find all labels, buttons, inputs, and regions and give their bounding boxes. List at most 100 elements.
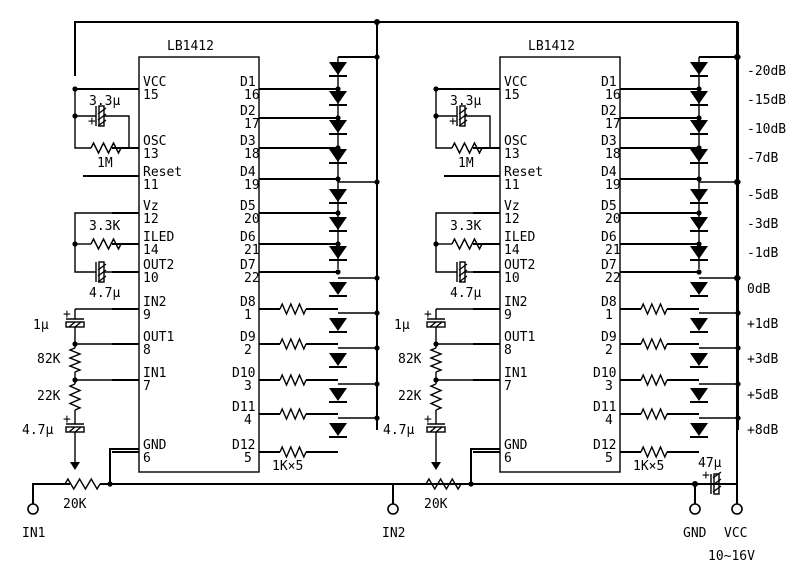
led-icon (329, 149, 347, 164)
ic-body (138, 56, 260, 473)
supply-section: + 47μ GND VCC 10~16V (683, 456, 755, 564)
led-icon (690, 91, 708, 106)
ic-pin-number: 10 (504, 271, 520, 286)
ic-pin-label: D5 (601, 199, 617, 214)
led-icon (690, 282, 708, 297)
in2-terminal[interactable] (387, 503, 399, 515)
gnd-terminal-label: GND (683, 526, 707, 541)
polarity-mark: + (424, 307, 432, 322)
db-label: -7dB (747, 151, 778, 166)
led-icon (329, 246, 347, 261)
ic-pin-label: D5 (240, 199, 256, 214)
ic-pin-label: OSC (504, 134, 527, 149)
ic-pin-number: 20 (244, 212, 260, 227)
led-icon (329, 120, 347, 135)
channel-left: LB1412VCC15OSC13Reset11Vz12ILED14OUT210I… (22, 22, 380, 512)
led-icon (329, 353, 347, 368)
ic-pin-number: 12 (504, 212, 520, 227)
osc-res-label: 1M (458, 156, 474, 171)
ic-pin-label: OSC (143, 134, 166, 149)
led-icon (690, 388, 708, 403)
db-label: -3dB (747, 217, 778, 232)
ic-pin-label: IN1 (504, 366, 527, 381)
db-label: +5dB (747, 388, 778, 403)
in1-cap-label: 4.7μ (383, 423, 414, 438)
led-icon (329, 189, 347, 204)
ic-pin-number: 7 (504, 379, 512, 394)
osc-cap-label: 3.3μ (450, 94, 481, 109)
ic-name: LB1412 (167, 39, 214, 54)
led-icon (690, 217, 708, 232)
ic-pin-label: D11 (593, 400, 616, 415)
db-label: -20dB (747, 64, 786, 79)
ic-name: LB1412 (528, 39, 575, 54)
supply-range-label: 10~16V (708, 549, 755, 564)
ic-pin-label: OUT2 (504, 258, 535, 273)
res-82k-label: 82K (398, 352, 422, 367)
iled-res-label: 3.3K (89, 219, 120, 234)
ic-pin-label: D12 (593, 438, 616, 453)
ic-pin-label: ILED (504, 230, 535, 245)
ic-pin-number: 3 (244, 379, 252, 394)
db-label: -10dB (747, 122, 786, 137)
ic-pin-number: 19 (605, 178, 621, 193)
led-icon (329, 282, 347, 297)
ic-pin-number: 6 (504, 451, 512, 466)
led-icon (690, 62, 708, 77)
res-82k-label: 82K (37, 352, 61, 367)
ic-pin-label: IN1 (143, 366, 166, 381)
ic-pin-label: D3 (240, 134, 256, 149)
ic-pin-number: 8 (504, 343, 512, 358)
in1-terminal[interactable] (27, 503, 39, 515)
ic-pin-number: 1 (244, 308, 252, 323)
ic-pin-number: 18 (244, 147, 260, 162)
db-label: -5dB (747, 188, 778, 203)
ic-pin-number: 9 (504, 308, 512, 323)
ic-pin-number: 7 (143, 379, 151, 394)
iled-res-label: 3.3K (450, 219, 481, 234)
ic-pin-number: 18 (605, 147, 621, 162)
out2-cap-label: 4.7μ (89, 286, 120, 301)
led-icon (690, 189, 708, 204)
led-icon (690, 120, 708, 135)
ic-pin-number: 16 (605, 88, 621, 103)
ic-pin-label: ILED (143, 230, 174, 245)
polarity-mark: + (63, 307, 71, 322)
ic-pin-label: VCC (504, 75, 527, 90)
ic-pin-number: 11 (143, 178, 159, 193)
res-22k-label: 22K (37, 389, 61, 404)
resistor-array-label: 1K×5 (633, 459, 664, 474)
ic-pin-label: VCC (143, 75, 166, 90)
ic-pin-label: OUT1 (504, 330, 535, 345)
ic-pin-label: D8 (240, 295, 256, 310)
resistor-array-label: 1K×5 (272, 459, 303, 474)
ic-pin-number: 21 (244, 243, 260, 258)
ic-pin-label: GND (143, 438, 167, 453)
ic-pin-label: D4 (240, 165, 256, 180)
ic-pin-number: 17 (244, 117, 260, 132)
ic-pin-number: 12 (143, 212, 159, 227)
ic-pin-number: 13 (504, 147, 520, 162)
led-icon (690, 318, 708, 333)
ic-pin-label: D4 (601, 165, 617, 180)
ic-pin-label: D2 (240, 104, 256, 119)
ic-pin-number: 14 (504, 243, 520, 258)
ic-pin-label: Reset (143, 165, 182, 180)
ic-pin-number: 21 (605, 243, 621, 258)
in2-terminal-label: IN2 (382, 526, 405, 541)
ic-pin-label: OUT1 (143, 330, 174, 345)
db-label: +8dB (747, 423, 778, 438)
ic-pin-label: D6 (601, 230, 617, 245)
osc-res-label: 1M (97, 156, 113, 171)
led-icon (690, 353, 708, 368)
db-label: -15dB (747, 93, 786, 108)
ic-pin-label: D7 (601, 258, 617, 273)
vcc-terminal[interactable] (731, 503, 743, 515)
led-icon (329, 423, 347, 438)
ic-pin-number: 22 (244, 271, 260, 286)
ic-pin-label: D3 (601, 134, 617, 149)
ic-pin-number: 22 (605, 271, 621, 286)
gnd-terminal[interactable] (689, 503, 701, 515)
led-icon (329, 217, 347, 232)
